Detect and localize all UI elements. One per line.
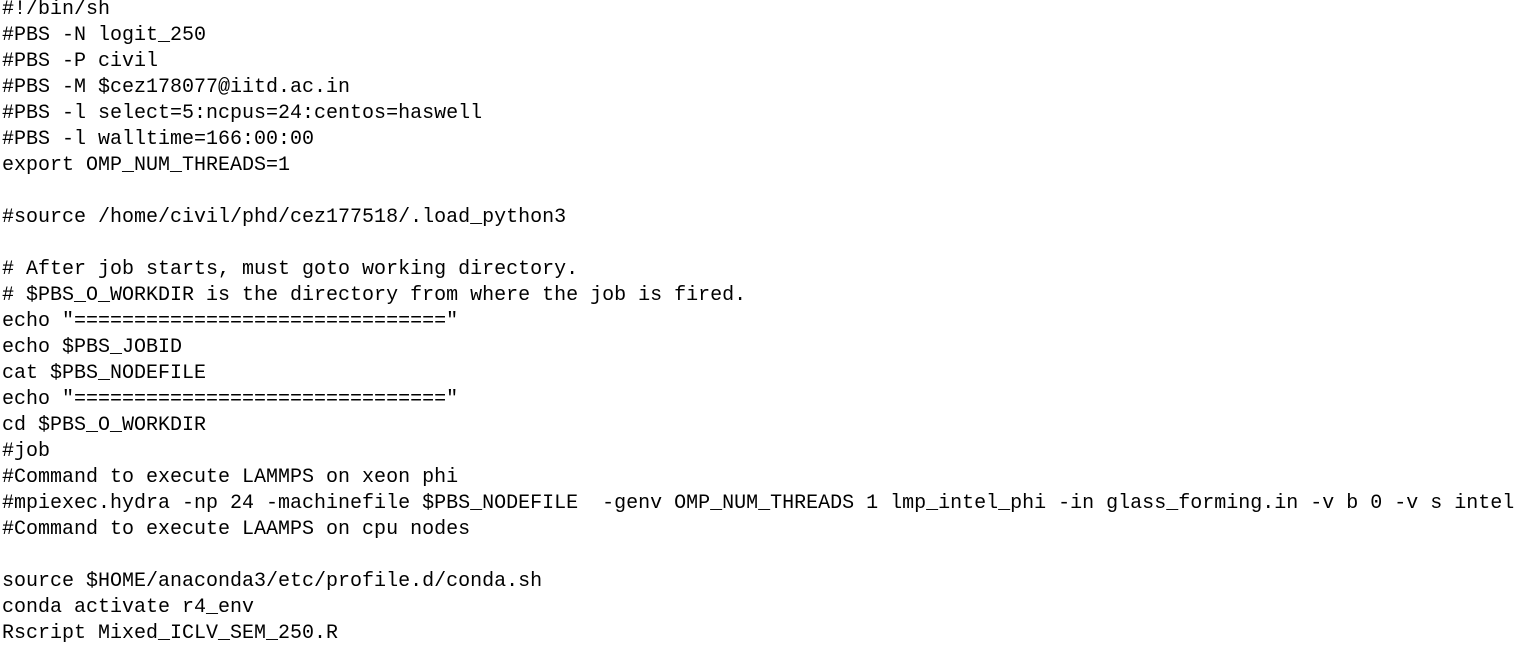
text-line: # $PBS_O_WORKDIR is the directory from w…	[2, 284, 747, 307]
text-line: #PBS -M $cez178077@iitd.ac.in	[2, 76, 351, 99]
text-line: source $HOME/anaconda3/etc/profile.d/con…	[2, 570, 543, 593]
text-line: #job	[2, 440, 51, 463]
text-line: #PBS -l walltime=166:00:00	[2, 128, 315, 151]
text-line: export OMP_NUM_THREADS=1	[2, 154, 291, 177]
text-line: echo "==============================="	[2, 388, 459, 411]
text-line	[2, 179, 1534, 205]
text-line: #Command to execute LAAMPS on cpu nodes	[2, 518, 471, 541]
text-line: #PBS -l select=5:ncpus=24:centos=haswell	[2, 102, 483, 125]
text-line	[2, 231, 1534, 257]
text-line: cd $PBS_O_WORKDIR	[2, 414, 207, 437]
text-line: #mpiexec.hydra -np 24 -machinefile $PBS_…	[2, 492, 1515, 515]
text-line: #PBS -P civil	[2, 50, 159, 73]
text-line: echo "==============================="	[2, 310, 459, 333]
text-line: #!/bin/sh	[2, 0, 111, 21]
text-line	[2, 543, 1534, 569]
text-line: conda activate r4_env	[2, 596, 255, 619]
text-line: cat $PBS_NODEFILE	[2, 362, 207, 385]
text-line: #source /home/civil/phd/cez177518/.load_…	[2, 206, 567, 229]
text-line: # After job starts, must goto working di…	[2, 258, 579, 281]
text-line: #Command to execute LAMMPS on xeon phi	[2, 466, 459, 489]
text-line: #PBS -N logit_250	[2, 24, 207, 47]
text-line: Rscript Mixed_ICLV_SEM_250.R	[2, 622, 339, 645]
text-line: echo $PBS_JOBID	[2, 336, 183, 359]
